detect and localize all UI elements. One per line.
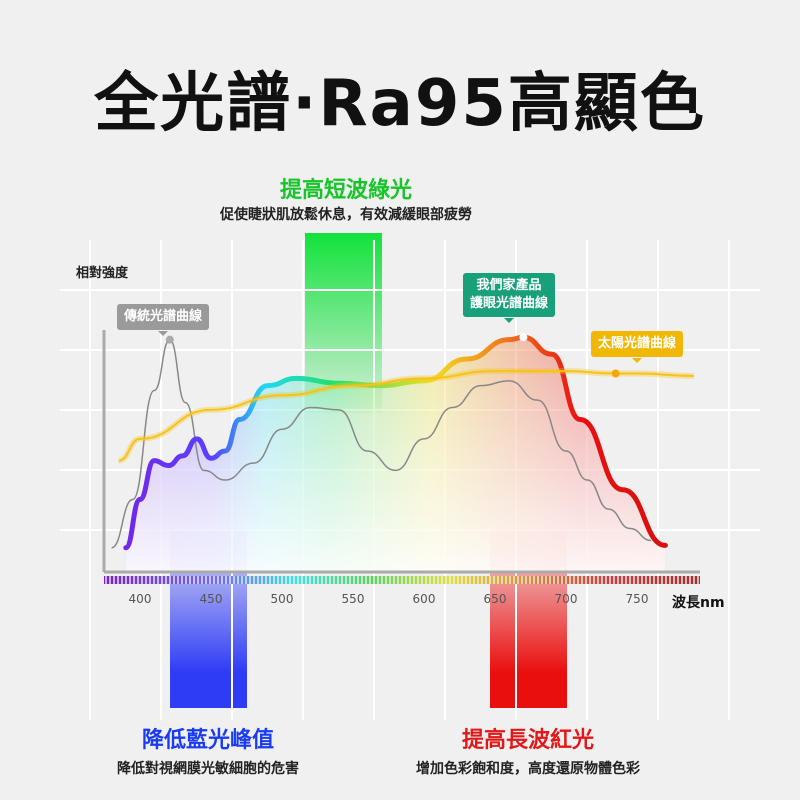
product-peak-point [519, 333, 528, 342]
x-tick-label: 450 [199, 592, 223, 606]
traditional-curve-label: 傳統光譜曲線 [117, 304, 210, 336]
x-tick-label: 550 [341, 592, 365, 606]
sunlight-curve-label: 太陽光譜曲線 [591, 331, 684, 363]
product-curve-label: 我們家產品 護眼光譜曲線 [463, 273, 556, 323]
sunlight-point [611, 369, 620, 378]
top-feature-desc: 促使睫狀肌放鬆休息，有效減緩眼部疲勞 [220, 207, 472, 223]
page-title: 全光譜·Ra95高顯色 [94, 67, 706, 141]
x-tick-label: 750 [625, 592, 649, 606]
x-tick-label: 650 [483, 592, 507, 606]
x-axis-label: 波長nm [672, 595, 725, 611]
left-feature-heading: 降低藍光峰值 [141, 728, 274, 753]
x-tick-label: 400 [128, 592, 152, 606]
left-feature-desc: 降低對視網膜光敏細胞的危害 [117, 761, 299, 777]
right-feature-heading: 提高長波紅光 [461, 728, 594, 753]
product-curve-fade [125, 337, 666, 572]
product-curve [123, 334, 668, 551]
x-tick-label: 600 [412, 592, 436, 606]
x-tick-label: 700 [554, 592, 578, 606]
right-feature-desc: 增加色彩飽和度，高度還原物體色彩 [416, 761, 640, 777]
y-axis-label: 相對強度 [76, 266, 129, 281]
top-feature-heading: 提高短波綠光 [279, 178, 412, 203]
traditional-curve [111, 338, 652, 549]
traditional-peak-point [165, 335, 174, 344]
x-tick-label: 500 [270, 592, 294, 606]
